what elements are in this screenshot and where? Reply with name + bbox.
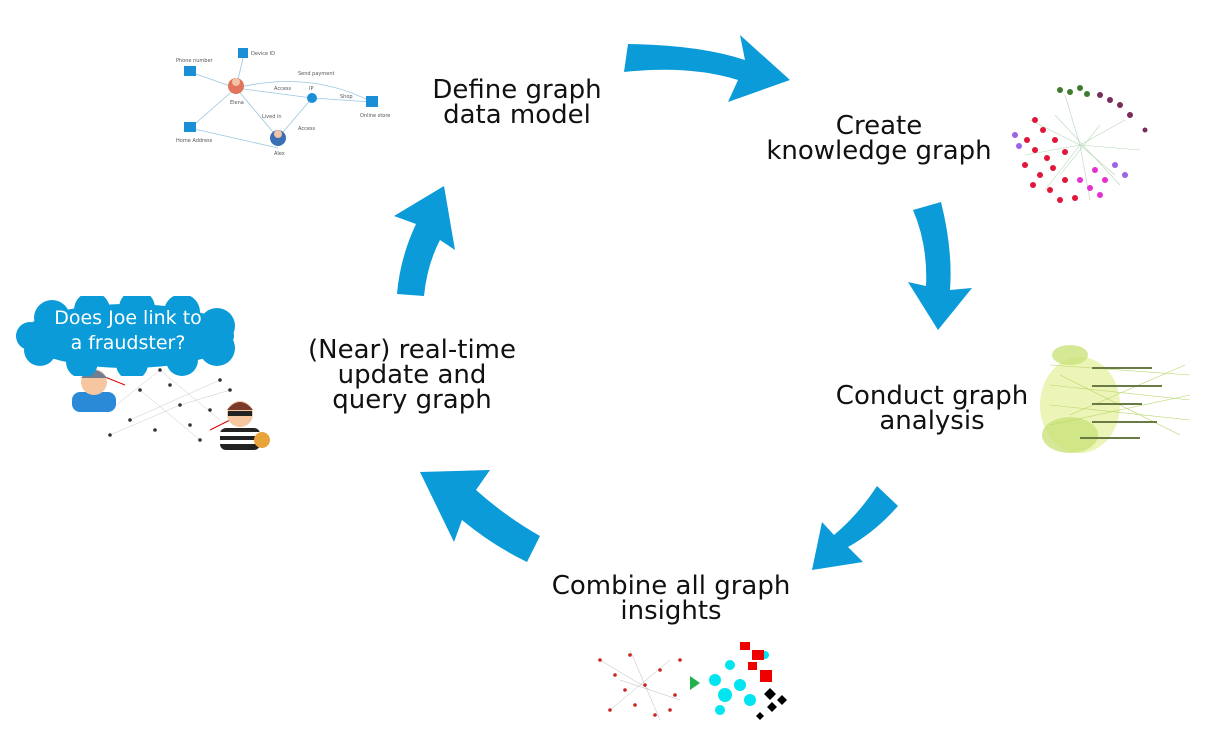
- data-model-thumbnail: Phone number Device ID Elena IP Online s…: [176, 48, 390, 157]
- graph-analysis-thumbnail: [1040, 345, 1191, 453]
- node-device-label: Device ID: [251, 51, 275, 57]
- step-update-line1: (Near) real-time: [307, 335, 517, 365]
- step-update-line3: query graph: [332, 385, 492, 415]
- step-update-label: (Near) real-time update and query graph: [307, 335, 517, 415]
- step-create-line1: Create: [835, 111, 923, 141]
- home-icon: [184, 122, 196, 132]
- edge-access-label: Access: [274, 86, 292, 92]
- edge-lived-in-label: Lived in: [262, 114, 282, 120]
- green-arrow-icon: [690, 676, 700, 690]
- step-update-line2: update and: [337, 360, 487, 390]
- step-create-line2: knowledge graph: [766, 136, 992, 166]
- question-line2: a fraudster?: [70, 332, 186, 354]
- edge-access2-label: Access: [298, 126, 316, 132]
- node-alex-label: Alex: [274, 151, 285, 157]
- arrow-update-to-define: [394, 186, 455, 296]
- step-analyze-line1: Conduct graph: [835, 381, 1029, 411]
- store-icon: [366, 96, 378, 107]
- knowledge-graph-thumbnail: [1012, 85, 1148, 203]
- node-home-label: Home Address: [176, 138, 213, 144]
- step-combine-line1: Combine all graph: [551, 571, 791, 601]
- fraudster-avatar: [220, 401, 270, 450]
- edge-shop-label: Shop: [340, 94, 353, 100]
- device-icon: [238, 48, 248, 58]
- step-combine-label: Combine all graph insights: [551, 571, 791, 626]
- step-define-line1: Define graph: [432, 75, 602, 105]
- arrow-define-to-create: [624, 35, 790, 102]
- arrow-combine-to-update: [420, 470, 540, 562]
- question-line1: Does Joe link to: [54, 307, 202, 329]
- step-create-label: Create knowledge graph: [766, 111, 992, 166]
- node-ip-label: IP: [309, 86, 314, 92]
- thought-bubble-text: Does Joe link to a fraudster?: [12, 306, 244, 356]
- step-analyze-label: Conduct graph analysis: [835, 381, 1029, 436]
- thought-bubble: [16, 296, 235, 376]
- node-phone-label: Phone number: [176, 58, 214, 64]
- phone-icon: [184, 66, 196, 76]
- arrow-create-to-analyze: [908, 202, 972, 330]
- node-elena-label: Elena: [230, 100, 244, 106]
- node-store-label: Online store: [360, 113, 390, 119]
- fraud-network-thumbnail: [72, 368, 270, 450]
- step-define-label: Define graph data model: [432, 75, 602, 130]
- step-define-line2: data model: [443, 100, 591, 130]
- combined-insights-thumbnail: [598, 640, 800, 725]
- step-analyze-line2: analysis: [879, 406, 985, 436]
- step-combine-line2: insights: [620, 596, 722, 626]
- arrow-analyze-to-combine: [812, 486, 898, 570]
- edge-send-payment-label: Send payment: [298, 71, 334, 77]
- ip-node: [307, 93, 317, 103]
